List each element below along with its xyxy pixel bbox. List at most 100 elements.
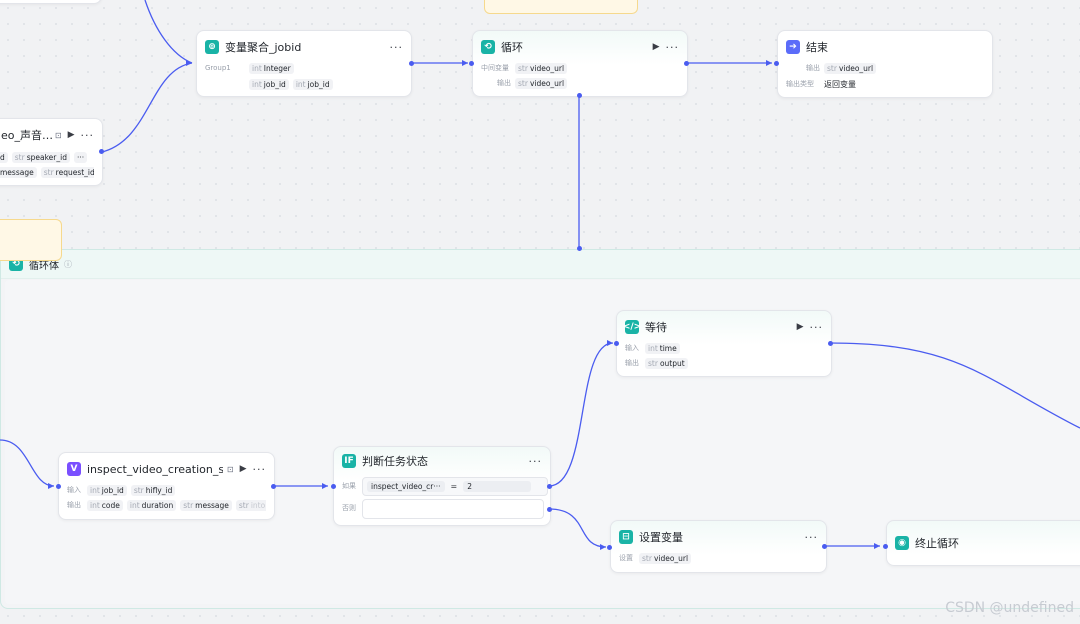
node-title: 判断任务状态 <box>362 455 428 468</box>
operator[interactable]: = <box>450 482 458 491</box>
else-output-port[interactable] <box>547 507 552 512</box>
output-port[interactable] <box>99 149 104 154</box>
right-operand[interactable]: 2 <box>463 481 532 492</box>
node-partial[interactable] <box>0 0 102 4</box>
input-port[interactable] <box>607 545 612 550</box>
doc-icon[interactable]: ⊡ <box>226 464 234 474</box>
more-menu-icon[interactable]: ··· <box>528 454 542 468</box>
var-tag: message <box>0 166 37 178</box>
edge <box>144 0 193 64</box>
set-label: 设置 <box>619 554 633 562</box>
code-icon: </> <box>622 320 642 334</box>
input-label: 中间变量 <box>481 64 509 72</box>
output-port[interactable] <box>271 484 276 489</box>
sticky-note[interactable] <box>0 219 62 261</box>
input-port[interactable] <box>883 544 888 549</box>
aggregate-icon: ⊚ <box>205 40 219 54</box>
loop-icon: ⟲ <box>481 40 495 54</box>
node-title: 终止循环 <box>915 537 959 550</box>
node-break-loop[interactable]: ◉ 终止循环 <box>886 520 1080 566</box>
more-menu-icon[interactable]: ··· <box>809 320 823 334</box>
condition-icon: IF <box>342 454 356 468</box>
sticky-note[interactable] <box>484 0 638 14</box>
node-title: inspect_video_creation_sta··· <box>87 462 223 476</box>
more-menu-icon[interactable]: ··· <box>804 530 818 544</box>
more-menu-icon[interactable]: ··· <box>80 128 94 142</box>
more-menu-icon[interactable]: ··· <box>252 462 266 476</box>
loop-body-port[interactable] <box>577 93 582 98</box>
node-title: 结束 <box>806 41 828 54</box>
run-icon[interactable]: ▶ <box>652 42 660 52</box>
output-port[interactable] <box>409 61 414 66</box>
output-label: 输出 <box>806 64 820 72</box>
condition-expression[interactable]: inspect_video_cr··· = 2 <box>362 477 548 496</box>
more-tags[interactable]: ··· <box>73 151 88 163</box>
node-title: 等待 <box>645 321 667 334</box>
plugin-icon: V <box>67 462 81 476</box>
output-label: 输出 <box>625 359 639 367</box>
more-menu-icon[interactable]: ··· <box>389 40 403 54</box>
more-menu-icon[interactable]: ··· <box>665 40 679 54</box>
output-label: 输出 <box>497 79 511 87</box>
if-output-port[interactable] <box>547 484 552 489</box>
else-label: 否则 <box>342 504 356 512</box>
output-type-value: 返回变量 <box>824 79 856 89</box>
arrow-head <box>186 60 192 66</box>
output-label: 输出 <box>67 501 81 509</box>
end-icon: ➔ <box>786 40 800 54</box>
node-title: 变量聚合_jobid <box>225 41 302 54</box>
input-port[interactable] <box>614 341 619 346</box>
loop-body-port[interactable] <box>577 246 582 251</box>
set-variable-icon: ⊟ <box>619 530 633 544</box>
run-icon[interactable]: ▶ <box>796 322 804 332</box>
watermark: CSDN @undefined <box>945 600 1074 616</box>
run-icon[interactable]: ▶ <box>239 464 247 474</box>
input-port[interactable] <box>56 484 61 489</box>
node-inspect-video[interactable]: V inspect_video_creation_sta··· ⊡ ▶ ··· … <box>58 452 275 520</box>
arrow-head <box>462 60 468 66</box>
run-icon[interactable]: ▶ <box>67 130 75 140</box>
output-port[interactable] <box>822 544 827 549</box>
group-label: Group1 <box>205 64 231 72</box>
arrow-head <box>766 60 772 66</box>
var-tag: d <box>0 151 8 163</box>
input-label: 输入 <box>67 486 81 494</box>
node-title: 循环 <box>501 41 523 54</box>
info-icon[interactable]: ⓘ <box>64 259 72 269</box>
edge <box>101 62 193 153</box>
doc-icon[interactable]: ⊡ <box>54 130 62 140</box>
input-port[interactable] <box>469 61 474 66</box>
stop-loop-icon: ◉ <box>895 536 909 550</box>
else-branch[interactable] <box>362 499 544 519</box>
input-port[interactable] <box>774 61 779 66</box>
input-label: 输入 <box>625 344 639 352</box>
input-port[interactable] <box>331 484 336 489</box>
loop-body-header: ⟲ 循环体 ⓘ <box>1 250 1080 279</box>
output-port[interactable] <box>684 61 689 66</box>
output-port[interactable] <box>828 341 833 346</box>
node-title: 设置变量 <box>639 531 683 544</box>
left-operand[interactable]: inspect_video_cr··· <box>367 481 445 492</box>
node-title: eo_声音… <box>1 129 53 142</box>
